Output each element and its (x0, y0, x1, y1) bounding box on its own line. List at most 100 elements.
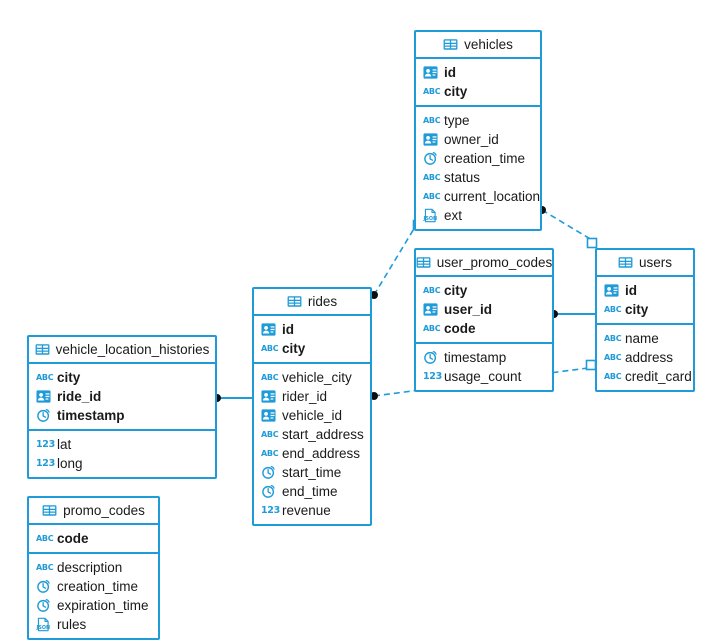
field-label: description (57, 560, 123, 575)
num-icon: 123 (261, 505, 280, 516)
field-label: vehicle_city (282, 370, 352, 385)
abc-icon: ABC (261, 430, 279, 439)
abc-icon: ABC (261, 373, 279, 382)
id-badge-icon (604, 283, 619, 298)
connector-line (373, 367, 589, 397)
field-label: status (444, 170, 481, 185)
field-label: id (444, 65, 456, 80)
json-icon: JSON (423, 208, 438, 223)
table-name: user_promo_codes (436, 255, 553, 270)
table-icon (443, 37, 458, 52)
field-label: current_location (444, 189, 541, 204)
column-field-expiration_time: expiration_time (29, 596, 158, 615)
clock-icon (36, 408, 51, 423)
primary-key-field-id: id (254, 320, 370, 339)
table-header-promo_codes: promo_codes (29, 498, 158, 525)
id-badge-icon (261, 389, 276, 404)
field-label: start_address (282, 427, 364, 442)
field-label: ride_id (57, 389, 102, 404)
field-label: vehicle_id (282, 408, 343, 423)
connector-line (373, 221, 419, 296)
table-name: users (638, 255, 672, 270)
primary-key-field-id: id (416, 63, 540, 82)
relationship-vehicle_location_histories-to-rides (213, 394, 252, 402)
table-icon (42, 503, 57, 518)
table-header-vehicle_location_histories: vehicle_location_histories (29, 337, 215, 364)
abc-icon: ABC (604, 372, 622, 381)
field-label: city (444, 283, 468, 298)
field-label: code (444, 321, 476, 336)
clock-icon (261, 484, 276, 499)
column-field-end_time: end_time (254, 482, 370, 501)
primary-key-field-user_id: user_id (416, 300, 552, 319)
abc-icon: ABC (423, 192, 441, 201)
field-label: user_id (444, 302, 493, 317)
id-badge-icon (36, 389, 51, 404)
primary-key-field-timestamp: timestamp (29, 406, 215, 425)
field-label: city (444, 84, 468, 99)
abc-icon: ABC (604, 305, 622, 314)
clock-icon (423, 350, 438, 365)
clock-icon (36, 598, 51, 613)
primary-key-field-id: id (597, 281, 693, 300)
id-badge-icon (423, 65, 438, 80)
relationship-user_promo_codes-to-users (550, 310, 595, 318)
abc-icon: ABC (423, 324, 441, 333)
abc-icon: ABC (261, 449, 279, 458)
abc-icon: ABC (36, 563, 54, 572)
id-badge-icon (261, 322, 276, 337)
field-label: end_time (282, 484, 338, 499)
num-icon: 123 (36, 439, 55, 450)
id-badge-icon (261, 408, 276, 423)
table-icon (35, 342, 50, 357)
column-field-start_time: start_time (254, 463, 370, 482)
table-name: vehicles (464, 37, 513, 52)
primary-key-field-ride_id: ride_id (29, 387, 215, 406)
svg-text:JSON: JSON (423, 216, 437, 222)
field-label: owner_id (444, 132, 499, 147)
table-header-user_promo_codes: user_promo_codes (416, 250, 552, 277)
relationship-vehicles-to-users (538, 206, 598, 249)
cardinality-one-marker (586, 237, 598, 249)
field-label: city (625, 302, 649, 317)
table-header-rides: rides (254, 289, 370, 316)
clock-icon (261, 465, 276, 480)
abc-icon: ABC (423, 87, 441, 96)
abc-icon: ABC (604, 334, 622, 343)
field-label: start_time (282, 465, 342, 480)
column-field-creation_time: creation_time (416, 149, 540, 168)
field-label: id (625, 283, 637, 298)
field-label: rules (57, 617, 87, 632)
abc-icon: ABC (261, 344, 279, 353)
field-label: name (625, 331, 659, 346)
abc-icon: ABC (423, 286, 441, 295)
table-name: rides (307, 294, 338, 309)
field-label: revenue (282, 503, 331, 518)
field-label: credit_card (625, 369, 692, 384)
